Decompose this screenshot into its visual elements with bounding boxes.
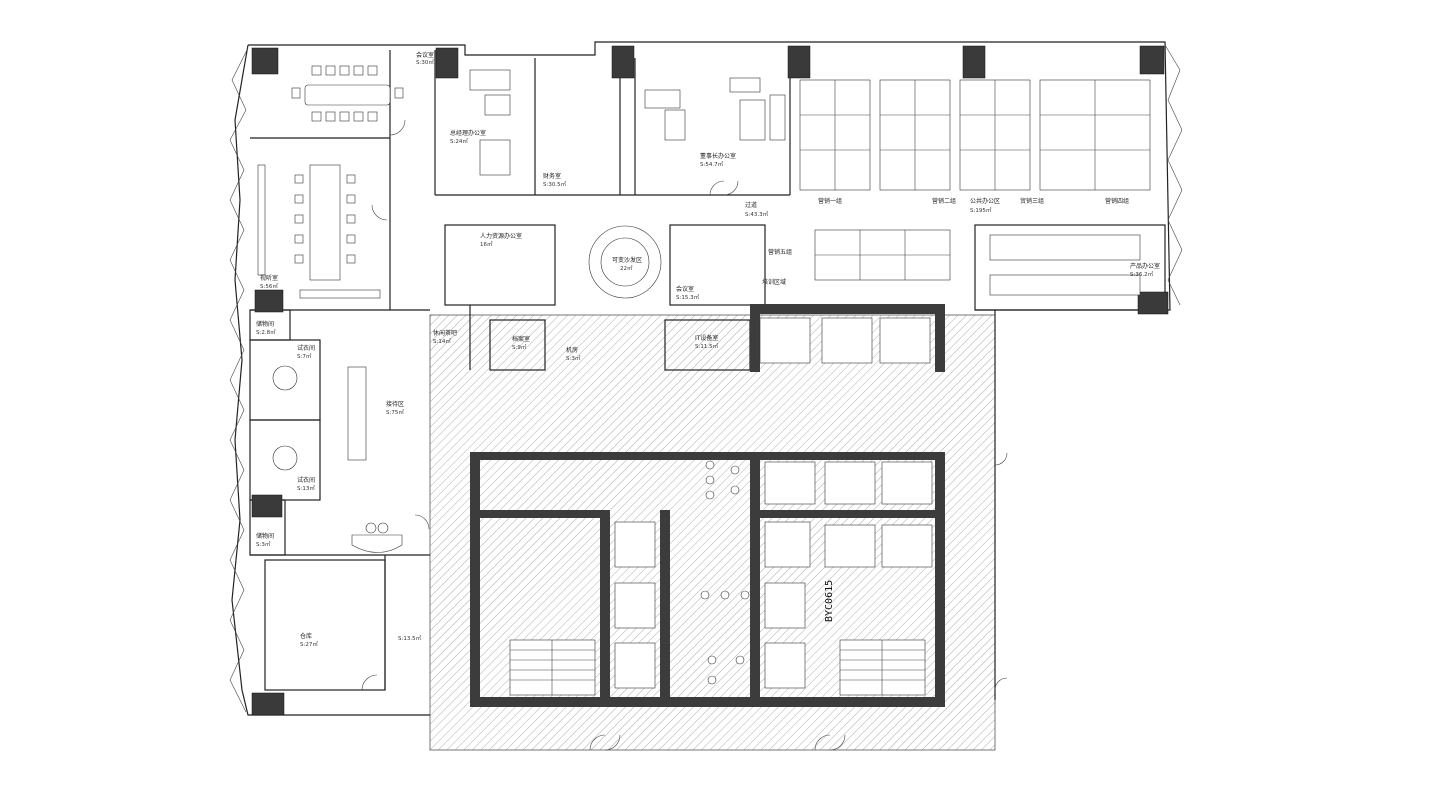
room-name-sales-2: 营销二组 — [932, 197, 956, 205]
lounge-round — [588, 225, 662, 299]
room-area-hr-office: 16㎡ — [480, 240, 493, 248]
room-area-lounge: 22㎡ — [620, 264, 633, 272]
room-name-video-room: 视听室 — [260, 274, 278, 282]
room-area-finance: S:30.5㎡ — [543, 180, 567, 188]
drawing-code: BYC0615 — [824, 580, 835, 622]
room-name-pc-room: 机房 — [566, 346, 578, 354]
room-name-hr-office: 人力资源办公室 — [480, 232, 522, 240]
room-name-reception: 接待区 — [386, 400, 404, 408]
room-name-trade-3: 贸销三组 — [1020, 197, 1044, 205]
room-name-sales-1: 营销一组 — [818, 197, 842, 205]
room-name-corridor: 过道 — [745, 201, 757, 209]
room-name-sales-4: 营销四组 — [1105, 197, 1129, 205]
workstations-sales — [799, 79, 1151, 296]
room-area-chairman-office: S:54.7㎡ — [700, 160, 724, 168]
stair-left — [509, 639, 596, 696]
outer-walls — [229, 41, 1183, 716]
room-name-fitting-2: 试衣间 — [297, 476, 315, 484]
room-name-sales-5: 营销五组 — [768, 248, 792, 256]
room-area-pc-room: S:3㎡ — [566, 354, 581, 362]
room-area-storage-1: S:2.8㎡ — [256, 328, 276, 336]
structural-columns — [251, 45, 1169, 716]
room-area-product-office: S:36.2㎡ — [1130, 270, 1154, 278]
room-area-archive: S:9㎡ — [512, 343, 527, 351]
room-name-storage-1: 储物间 — [256, 320, 274, 328]
room-name-meeting-top: 会议室 — [416, 51, 434, 59]
room-area-it-room: S:11.5㎡ — [695, 342, 719, 350]
fitting-room-tables — [272, 365, 298, 471]
room-area-fitting-1: S:7㎡ — [297, 352, 312, 360]
room-area-video-room: S:56㎡ — [260, 282, 278, 290]
stair-right — [839, 639, 926, 696]
room-name-it-room: IT设备室 — [695, 334, 718, 342]
building-core — [470, 304, 945, 707]
room-area-meeting-mid: S:15.3㎡ — [676, 293, 700, 301]
room-area-warehouse: S:27㎡ — [300, 640, 318, 648]
room-name-gm-office: 总经理办公室 — [450, 129, 486, 137]
room-area-corridor: S:43.3㎡ — [745, 210, 769, 218]
room-area-reception: S:75㎡ — [386, 408, 404, 416]
room-name-meeting-mid: 会议室 — [676, 285, 694, 293]
room-area-pantry: S:14㎡ — [433, 337, 451, 345]
room-labels: 会议室 S:30㎡ 总经理办公室 S:24㎡ 财务室 S:30.5㎡ 董事长办公… — [256, 51, 1160, 648]
room-name-training: 培训区域 — [762, 278, 786, 286]
room-name-lounge: 可变沙发区 — [612, 256, 642, 264]
room-name-fitting-1: 试衣间 — [297, 344, 315, 352]
room-area-storage-2: S:3㎡ — [256, 540, 271, 548]
room-name-finance: 财务室 — [543, 172, 561, 180]
conference-table-top — [291, 65, 404, 122]
room-name-product-office: 产品办公室 — [1130, 262, 1160, 270]
reception-counter — [347, 366, 403, 553]
room-name-pantry: 休闲茶吧 — [433, 329, 457, 337]
video-room-table — [257, 164, 381, 299]
room-area-fitting-2: S:13㎡ — [297, 484, 315, 492]
room-name-chairman-office: 董事长办公室 — [700, 152, 736, 160]
room-area-front-desk: S:13.5㎡ — [398, 634, 422, 642]
room-name-open-office: 公共办公区 — [970, 197, 1000, 205]
room-area-gm-office: S:24㎡ — [450, 137, 468, 145]
washroom-fixtures — [700, 460, 750, 685]
room-area-open-office: S:195㎡ — [970, 206, 992, 214]
chairman-desk — [644, 77, 786, 141]
room-name-storage-2: 储物间 — [256, 532, 274, 540]
doors — [361, 119, 1008, 751]
room-area-meeting-top: S:30㎡ — [416, 58, 434, 66]
gm-desk — [469, 69, 511, 176]
room-name-archive: 档案室 — [512, 335, 530, 343]
room-name-warehouse: 仓库 — [300, 632, 312, 640]
